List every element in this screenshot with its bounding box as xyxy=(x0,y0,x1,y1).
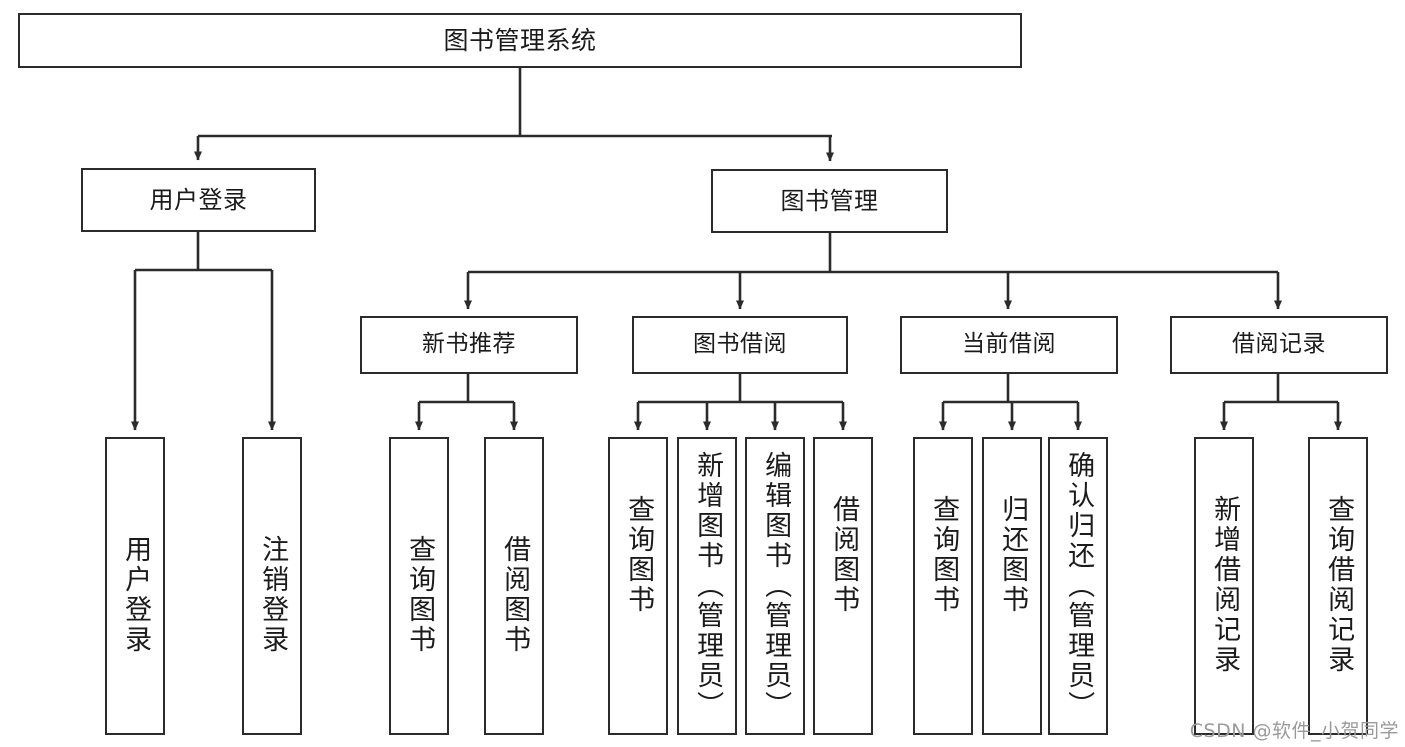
node-book-borrow[interactable]: 图书借阅 xyxy=(632,316,848,374)
leaf-logout[interactable]: 注销登录 xyxy=(242,437,302,735)
node-book-manage-label: 图书管理 xyxy=(780,186,879,215)
node-current-borrow[interactable]: 当前借阅 xyxy=(900,316,1118,374)
node-current-borrow-label: 当前借阅 xyxy=(962,331,1056,358)
node-new-book-recommend[interactable]: 新书推荐 xyxy=(360,316,578,374)
leaf-query-book-borrow[interactable]: 查询图书 xyxy=(608,437,668,735)
node-user-login[interactable]: 用户登录 xyxy=(81,168,316,232)
leaf-borrow-book-recommend[interactable]: 借阅图书 xyxy=(484,437,544,735)
leaf-borrow-book-label: 借阅图书 xyxy=(828,495,860,615)
leaf-query-borrow-record[interactable]: 查询借阅记录 xyxy=(1308,437,1368,735)
leaf-query-book-current[interactable]: 查询图书 xyxy=(913,437,973,735)
node-new-book-recommend-label: 新书推荐 xyxy=(422,331,516,358)
leaf-user-login-label: 用户登录 xyxy=(120,535,152,655)
node-book-borrow-label: 图书借阅 xyxy=(693,331,787,358)
leaf-borrow-book-recommend-label: 借阅图书 xyxy=(499,535,531,655)
leaf-query-book-recommend-label: 查询图书 xyxy=(404,535,436,655)
leaf-add-borrow-record-label: 新增借阅记录 xyxy=(1209,495,1241,675)
leaf-return-book[interactable]: 归还图书 xyxy=(982,437,1042,735)
csdn-watermark: CSDN @软件_小贺同学 xyxy=(1189,720,1399,742)
leaf-confirm-return[interactable]: 确认归还（管理员） xyxy=(1048,437,1108,735)
node-root[interactable]: 图书管理系统 xyxy=(18,13,1022,68)
leaf-add-book-label: 新增图书（管理员） xyxy=(692,451,724,721)
leaf-query-book-borrow-label: 查询图书 xyxy=(623,495,655,615)
leaf-edit-book[interactable]: 编辑图书（管理员） xyxy=(745,437,805,735)
leaf-user-login[interactable]: 用户登录 xyxy=(105,437,165,735)
leaf-query-book-current-label: 查询图书 xyxy=(928,495,960,615)
node-book-manage[interactable]: 图书管理 xyxy=(711,169,948,233)
node-borrow-record[interactable]: 借阅记录 xyxy=(1170,316,1388,374)
leaf-confirm-return-label: 确认归还（管理员） xyxy=(1063,451,1095,721)
leaf-logout-label: 注销登录 xyxy=(257,535,289,655)
leaf-edit-book-label: 编辑图书（管理员） xyxy=(760,451,792,721)
node-borrow-record-label: 借阅记录 xyxy=(1232,331,1326,358)
leaf-query-book-recommend[interactable]: 查询图书 xyxy=(389,437,449,735)
leaf-return-book-label: 归还图书 xyxy=(997,495,1029,615)
leaf-add-borrow-record[interactable]: 新增借阅记录 xyxy=(1194,437,1254,735)
leaf-add-book[interactable]: 新增图书（管理员） xyxy=(677,437,737,735)
node-root-label: 图书管理系统 xyxy=(443,25,597,55)
node-user-login-label: 用户登录 xyxy=(149,185,248,214)
leaf-borrow-book[interactable]: 借阅图书 xyxy=(813,437,873,735)
leaf-query-borrow-record-label: 查询借阅记录 xyxy=(1323,495,1355,675)
